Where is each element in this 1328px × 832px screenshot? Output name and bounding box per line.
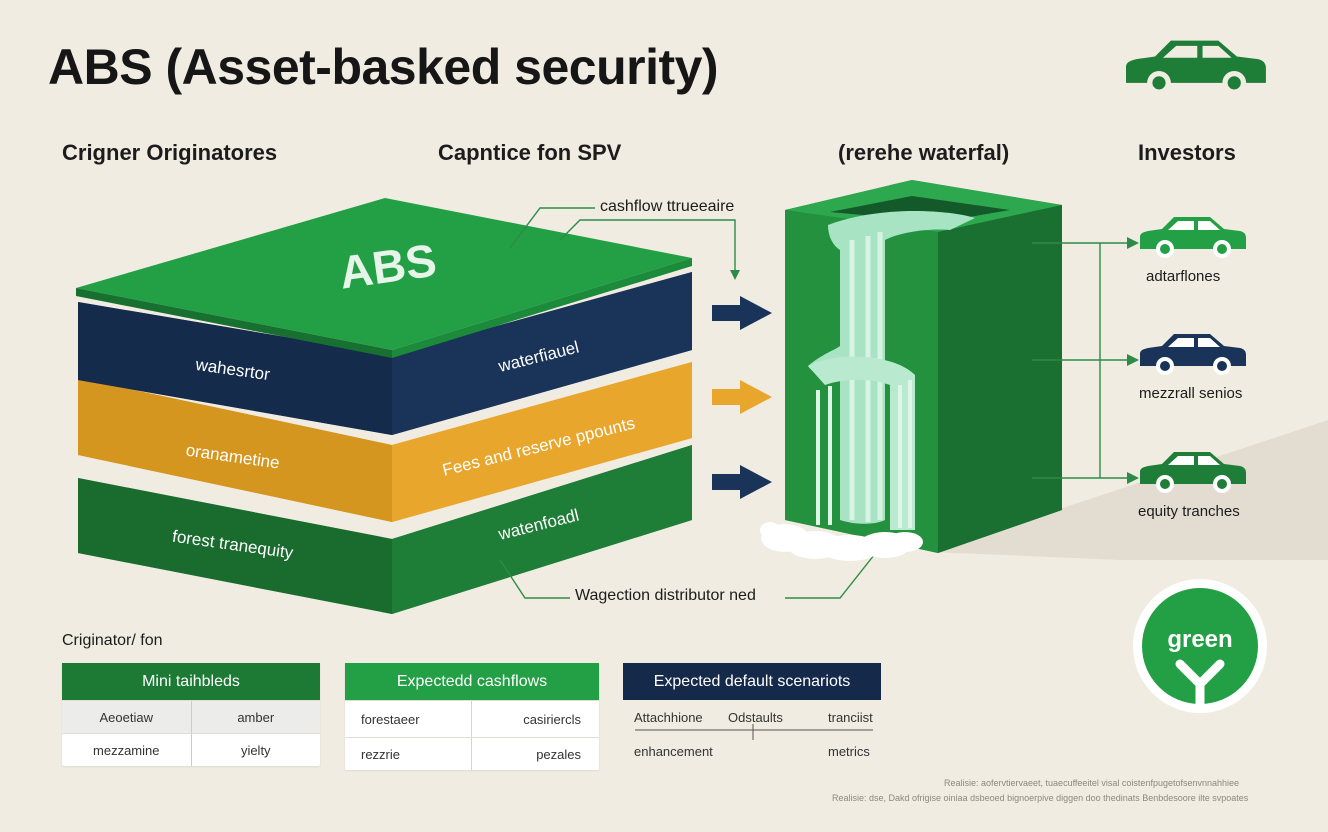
table-default-scenarios-grid [635, 724, 873, 740]
car-icon [1140, 452, 1246, 493]
footnote-line-0: Realisie: aofervtiervaeet, tuaecuffeeite… [944, 778, 1240, 788]
callout-arrowhead [730, 270, 740, 280]
section-label: Criginator/ fon [62, 632, 163, 649]
investor-connectors [1032, 242, 1133, 479]
layer-slab-middle [78, 362, 692, 522]
investor-label-1: mezzrall senios [1139, 385, 1243, 402]
badge-text: green [1167, 626, 1233, 653]
flow-arrow-0 [712, 296, 772, 330]
investor-label-0: adtarflones [1146, 268, 1221, 285]
abs-cover-plate [76, 198, 692, 358]
table-cell: metrics [828, 744, 870, 759]
table-cell: Odstaults [728, 710, 783, 725]
green-badge [1133, 579, 1267, 713]
stage-label-investors: Investors [1138, 140, 1236, 165]
investor-label-2: equity tranches [1138, 503, 1240, 520]
page-title: ABS (Asset-basked security) [48, 39, 719, 95]
table-default-scenarios: Expected default scenariots [623, 663, 881, 700]
waterfall-water [808, 210, 975, 530]
table-cell: yielty [240, 742, 271, 758]
table-row: forestaeer casiriercls [345, 700, 599, 737]
car-icon [1140, 217, 1246, 258]
flow-arrow-2 [712, 465, 772, 499]
stage-label-spv: Capntice fon SPV [438, 140, 622, 165]
stage-label-waterfall: (rerehe waterfal) [838, 140, 1010, 165]
stage-label-originators: Crigner Originatores [62, 140, 278, 165]
waterfall-splash [760, 522, 923, 561]
table-mini: Mini taihbleds Aeoetiaw amber mezzamine … [62, 663, 320, 766]
ground-shadow [930, 420, 1328, 560]
table-cell: Aeoetiaw [62, 701, 192, 733]
flow-arrow-1 [712, 380, 772, 414]
investor-arrowheads [1127, 237, 1139, 484]
note-cashflow: cashflow ttrueeaire [600, 198, 735, 215]
table-header: Expected default scenariots [623, 663, 881, 700]
table-cell: tranciist [828, 710, 873, 725]
car-icon [1140, 334, 1246, 375]
table-row: Aeoetiaw amber [62, 700, 320, 733]
table-row: mezzamine yielty [62, 733, 320, 766]
layer-slab-bottom [78, 445, 692, 614]
table-header: Expectedd cashflows [345, 663, 599, 700]
layer-slab-top [78, 272, 692, 435]
callout-lines [499, 207, 883, 599]
table-cell: mezzamine [62, 734, 192, 766]
table-cell: Attachhione [634, 710, 703, 725]
table-cell: casiriercls [523, 711, 581, 727]
table-cell: enhancement [634, 744, 713, 759]
table-cell: pezales [536, 746, 581, 762]
table-cell: rezzrie [345, 738, 472, 770]
table-header: Mini taihbleds [62, 663, 320, 700]
table-expected-cashflows: Expectedd cashflows forestaeer casirierc… [345, 663, 599, 770]
logo-car-icon [1126, 40, 1266, 95]
table-cell: amber [237, 709, 275, 725]
table-row: rezzrie pezales [345, 737, 599, 770]
footnote-line-1: Realisie: dse, Dakd ofrigise oiniaa dsbe… [832, 793, 1249, 803]
table-cell: forestaeer [345, 701, 472, 737]
note-distribution: Wagection distributor ned [575, 587, 756, 604]
